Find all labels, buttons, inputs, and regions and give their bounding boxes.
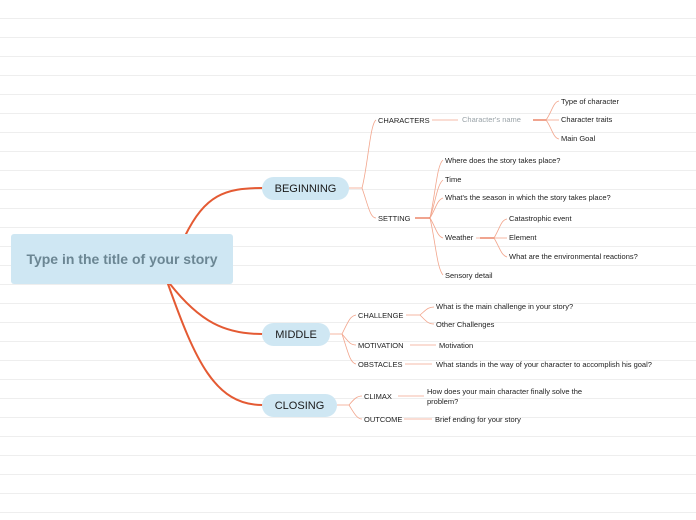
branch-middle bbox=[169, 283, 263, 335]
outcome-item[interactable]: Brief ending for your story bbox=[435, 415, 521, 424]
topic-beginning[interactable]: BEGINNING bbox=[262, 177, 349, 200]
weather-item[interactable]: Element bbox=[509, 233, 537, 242]
topic-beginning-label: BEGINNING bbox=[274, 182, 337, 195]
topic-closing-label: CLOSING bbox=[274, 399, 325, 412]
motivation-item[interactable]: Motivation bbox=[439, 341, 474, 350]
subtopic-challenge[interactable]: CHALLENGE bbox=[358, 311, 404, 320]
subtopic-obstacles[interactable]: OBSTACLES bbox=[358, 360, 403, 369]
challenge-item[interactable]: Other Challenges bbox=[436, 320, 495, 329]
setting-where[interactable]: Where does the story takes place? bbox=[445, 156, 561, 165]
climax-item[interactable]: How does your main character finally sol… bbox=[427, 387, 583, 406]
topic-middle[interactable]: MIDDLE bbox=[262, 323, 330, 346]
topic-middle-label: MIDDLE bbox=[275, 328, 317, 341]
central-topic[interactable]: Type in the title of your story bbox=[11, 234, 233, 284]
subtopic-setting[interactable]: SETTING bbox=[378, 214, 411, 223]
character-item[interactable]: Main Goal bbox=[561, 134, 596, 143]
weather-item[interactable]: Catastrophic event bbox=[509, 214, 572, 223]
subtopic-motivation[interactable]: MOTIVATION bbox=[358, 341, 404, 350]
obstacles-item[interactable]: What stands in the way of your character… bbox=[436, 360, 652, 369]
setting-season[interactable]: What's the season in which the story tak… bbox=[445, 193, 611, 202]
character-item[interactable]: Character traits bbox=[561, 115, 613, 124]
character-item[interactable]: Type of character bbox=[561, 97, 619, 106]
central-topic-text: Type in the title of your story bbox=[26, 250, 218, 267]
setting-time[interactable]: Time bbox=[445, 175, 462, 184]
character-name-placeholder[interactable]: Character's name bbox=[462, 115, 521, 124]
topic-closing[interactable]: CLOSING bbox=[262, 394, 337, 417]
branch-closing bbox=[167, 283, 263, 406]
weather-item[interactable]: What are the environmental reactions? bbox=[509, 252, 638, 261]
subtopic-outcome[interactable]: OUTCOME bbox=[364, 415, 403, 424]
branch-beginning bbox=[184, 187, 263, 237]
subtopic-climax[interactable]: CLIMAX bbox=[364, 392, 392, 401]
setting-weather[interactable]: Weather bbox=[445, 233, 474, 242]
challenge-item[interactable]: What is the main challenge in your story… bbox=[436, 302, 574, 311]
setting-sensory[interactable]: Sensory detail bbox=[445, 271, 493, 280]
subtopic-characters[interactable]: CHARACTERS bbox=[378, 116, 430, 125]
